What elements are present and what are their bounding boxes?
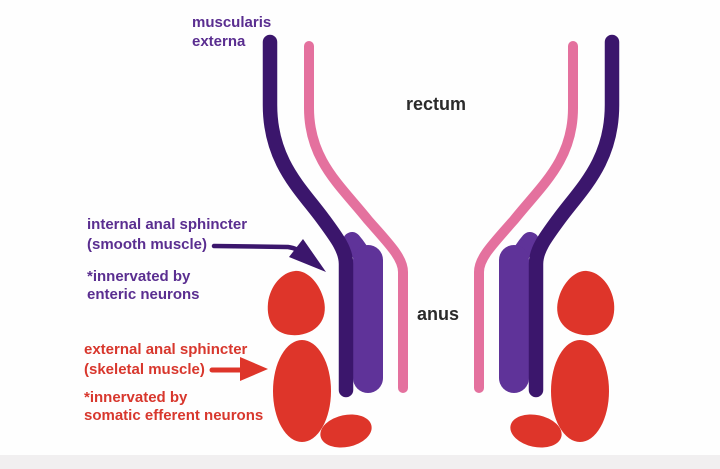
external-sphincter-arrow bbox=[209, 357, 268, 381]
bottom-strip bbox=[0, 455, 720, 469]
external-innervation-line1: *innervated by bbox=[84, 389, 188, 406]
external-sphincter-arrowhead-icon bbox=[240, 357, 268, 381]
internal-sphincter-arrowhead-icon bbox=[289, 239, 326, 272]
internal-innervation-line1: *innervated by bbox=[87, 268, 191, 285]
muscularis-externa-line bbox=[262, 34, 354, 398]
external-sphincter-line2: (skeletal muscle) bbox=[84, 361, 205, 378]
external-sphincter-line1: external anal sphincter bbox=[84, 341, 248, 358]
external-innervation-line2: somatic efferent neurons bbox=[84, 407, 264, 424]
diagram-left-half bbox=[262, 34, 408, 448]
internal-innervation-line2: enteric neurons bbox=[87, 286, 200, 303]
external-sphincter-label: external anal sphincter (skeletal muscle… bbox=[84, 340, 247, 380]
muscularis-externa-label: muscularis externa bbox=[192, 13, 271, 51]
internal-innervation-note: *innervated by enteric neurons bbox=[87, 268, 200, 304]
external-sphincter-upper-blob bbox=[267, 270, 325, 336]
internal-sphincter-arrow bbox=[211, 239, 326, 272]
mucosa-line bbox=[304, 41, 408, 393]
muscularis-externa-line2: externa bbox=[192, 33, 246, 50]
internal-sphincter-line1: internal anal sphincter bbox=[87, 216, 248, 233]
external-sphincter-lower-blob bbox=[320, 414, 372, 448]
rectum-label: rectum bbox=[406, 94, 467, 114]
external-sphincter-main-blob bbox=[273, 340, 331, 442]
internal-sphincter-label: internal anal sphincter (smooth muscle) bbox=[87, 215, 247, 255]
muscularis-externa-line1: muscularis bbox=[192, 14, 272, 31]
external-innervation-note: *innervated by somatic efferent neurons bbox=[84, 389, 263, 425]
diagram-right-half-mirrored bbox=[479, 42, 614, 452]
internal-sphincter-line2: (smooth muscle) bbox=[87, 236, 208, 253]
anus-label: anus bbox=[417, 304, 460, 324]
